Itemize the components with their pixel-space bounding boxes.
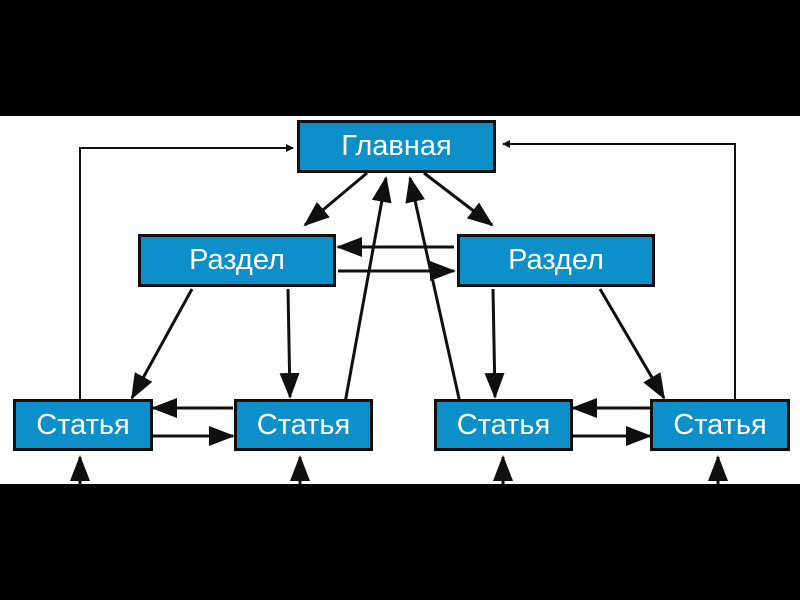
arrow-section-left-to-article1	[130, 288, 194, 400]
arrow-article3-to-home	[405, 176, 462, 404]
node-article-4: Статья	[650, 399, 790, 451]
diagram-connectors	[70, 140, 736, 484]
arrow-article4-to-home	[502, 140, 736, 403]
arrow-article2-to-home	[343, 176, 392, 404]
arrow-home-to-section-left	[303, 171, 368, 227]
arrow-article1-to-home	[79, 144, 294, 403]
arrow-section-right-to-article4	[598, 288, 666, 400]
node-section-left: Раздел	[138, 234, 336, 287]
node-article-3: Статья	[434, 399, 573, 451]
arrow-home-to-section-right	[423, 171, 494, 227]
arrow-section-right-to-article3	[484, 288, 505, 399]
node-article-1: Статья	[13, 399, 153, 451]
arrow-section-left-to-article2	[279, 288, 300, 399]
node-home: Главная	[297, 120, 496, 173]
node-article-2: Статья	[234, 399, 373, 451]
node-section-right: Раздел	[457, 234, 655, 287]
diagram-canvas: Главная Раздел Раздел Статья Статья Стат…	[0, 116, 800, 484]
